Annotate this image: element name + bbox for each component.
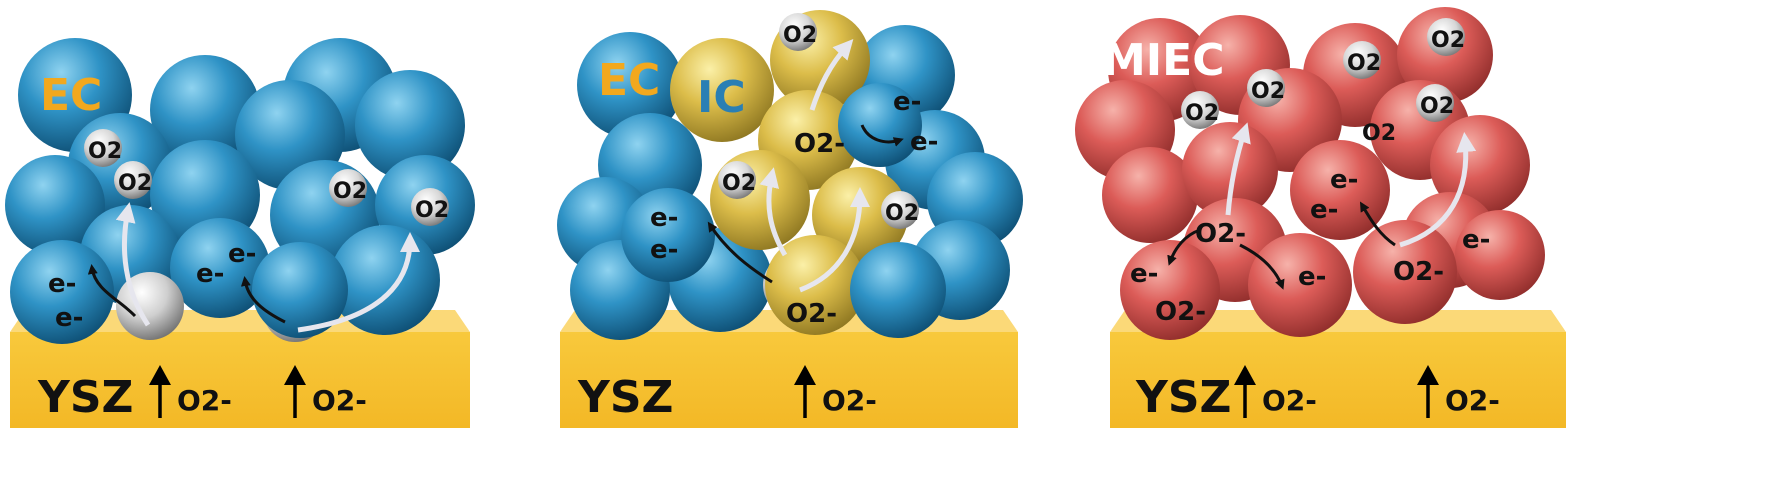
o2-label: O2 bbox=[783, 23, 817, 48]
o2-label: O2 bbox=[1251, 79, 1285, 104]
ec-particle bbox=[170, 218, 270, 318]
electron-label: e- bbox=[1462, 225, 1490, 255]
o2-molecule bbox=[1343, 41, 1381, 79]
o2-label: O2 bbox=[415, 198, 449, 223]
o2-label: O2 bbox=[333, 179, 367, 204]
miec-particle bbox=[1248, 233, 1352, 337]
miec-label: MIEC bbox=[1102, 35, 1225, 86]
oxide-ion-label: O2- bbox=[786, 299, 837, 329]
o2-label: O2 bbox=[1362, 121, 1396, 146]
ic-particle bbox=[710, 150, 810, 250]
oxide-ion-label: O2- bbox=[1195, 219, 1246, 249]
electron-label: e- bbox=[228, 239, 256, 269]
miec-particle bbox=[1353, 220, 1457, 324]
ec-label: EC bbox=[40, 70, 102, 121]
o2-label: O2 bbox=[1431, 28, 1465, 53]
electron-label: e- bbox=[893, 87, 921, 117]
o2-molecule bbox=[1181, 91, 1219, 129]
ec-panel-labels: EC YSZ e- e- e- e- O2 O2 O2 O2 O2- O2- bbox=[37, 70, 449, 423]
miec-panel-labels: MIEC YSZ e- e- e- e- e- O2- O2- O2- O2 O… bbox=[1102, 28, 1500, 423]
oxide-ion-label: O2- bbox=[177, 384, 232, 417]
electron-label: e- bbox=[196, 259, 224, 289]
o2-molecule bbox=[114, 161, 152, 199]
electron-label: e- bbox=[650, 203, 678, 233]
electron-label: e- bbox=[48, 269, 76, 299]
ion-flux-arrows bbox=[149, 365, 306, 418]
electron-path-arrows bbox=[87, 264, 286, 324]
ec-ic-particles bbox=[557, 10, 1023, 340]
oxide-ion-label: O2- bbox=[1262, 384, 1317, 417]
miec-particle bbox=[1120, 240, 1220, 340]
ec-particle bbox=[355, 70, 465, 180]
o2-molecule bbox=[84, 129, 122, 167]
ec-particle bbox=[252, 242, 348, 338]
o2-molecule bbox=[779, 13, 817, 51]
o2-label: O2 bbox=[1420, 94, 1454, 119]
o2-molecule bbox=[1416, 84, 1454, 122]
electron-path-arrows bbox=[707, 124, 904, 284]
o2-label: O2 bbox=[885, 201, 919, 226]
o2-label: O2 bbox=[88, 139, 122, 164]
miec-particle bbox=[1455, 210, 1545, 300]
o2-label: O2 bbox=[1185, 101, 1219, 126]
ysz-electrolyte-slab bbox=[1110, 310, 1566, 428]
electron-path-arrows bbox=[1167, 201, 1396, 290]
ec-particle bbox=[621, 188, 715, 282]
o2-molecule bbox=[718, 161, 756, 199]
ysz-label: YSZ bbox=[1135, 372, 1231, 423]
o2-label: O2 bbox=[118, 171, 152, 196]
electron-label: e- bbox=[1130, 259, 1158, 289]
ec-particle bbox=[577, 32, 683, 138]
electron-label: e- bbox=[650, 235, 678, 265]
electron-label: e- bbox=[55, 303, 83, 333]
o2-label: O2 bbox=[1347, 51, 1381, 76]
tpb-interface-gray bbox=[116, 272, 184, 340]
o2-molecule bbox=[329, 169, 367, 207]
electron-label: e- bbox=[1298, 262, 1326, 292]
ec-ic-panel-labels: EC IC YSZ e- e- e- e- O2- O2- O2 O2 O2 O… bbox=[577, 23, 938, 423]
ic-label: IC bbox=[697, 72, 746, 123]
o2-molecules bbox=[1181, 18, 1465, 129]
ec-particle bbox=[330, 225, 440, 335]
o2-molecules bbox=[84, 129, 449, 226]
oxide-ion-label: O2- bbox=[1393, 257, 1444, 287]
ic-particle bbox=[670, 38, 774, 142]
oxygen-path-arrows bbox=[115, 202, 420, 333]
ec-particle bbox=[850, 242, 946, 338]
ec-particle bbox=[5, 155, 105, 255]
miec-particle bbox=[1182, 122, 1278, 218]
ysz-label: YSZ bbox=[37, 372, 133, 423]
electron-label: e- bbox=[1330, 165, 1358, 195]
ec-particle bbox=[150, 55, 260, 165]
miec-particle bbox=[1102, 147, 1198, 243]
o2-molecules bbox=[718, 13, 919, 229]
o2-label: O2 bbox=[722, 171, 756, 196]
oxide-ion-label: O2- bbox=[794, 129, 845, 159]
o2-molecule bbox=[881, 191, 919, 229]
miec-particle bbox=[1430, 115, 1530, 215]
ysz-label: YSZ bbox=[577, 372, 673, 423]
ion-flux-arrows bbox=[1234, 365, 1439, 418]
oxide-ion-label: O2- bbox=[312, 384, 367, 417]
electron-label: e- bbox=[1310, 195, 1338, 225]
panel-miec: MIEC YSZ e- e- e- e- e- O2- O2- O2- O2 O… bbox=[1075, 7, 1566, 428]
panel-ec: EC YSZ e- e- e- e- O2 O2 O2 O2 O2- O2- bbox=[5, 38, 475, 428]
oxygen-path-arrows bbox=[1225, 122, 1477, 248]
panel-ec-ic: EC IC YSZ e- e- e- e- O2- O2- O2 O2 O2 O… bbox=[557, 10, 1023, 428]
electron-label: e- bbox=[910, 127, 938, 157]
o2-molecule bbox=[1247, 69, 1285, 107]
oxygen-path-arrows bbox=[759, 39, 870, 293]
o2-molecule bbox=[411, 188, 449, 226]
miec-particle bbox=[1290, 140, 1390, 240]
oxide-ion-label: O2- bbox=[1445, 384, 1500, 417]
oxide-ion-label: O2- bbox=[1155, 297, 1206, 327]
oxide-ion-label: O2- bbox=[822, 384, 877, 417]
ec-label: EC bbox=[598, 55, 660, 106]
o2-molecule bbox=[1427, 18, 1465, 56]
